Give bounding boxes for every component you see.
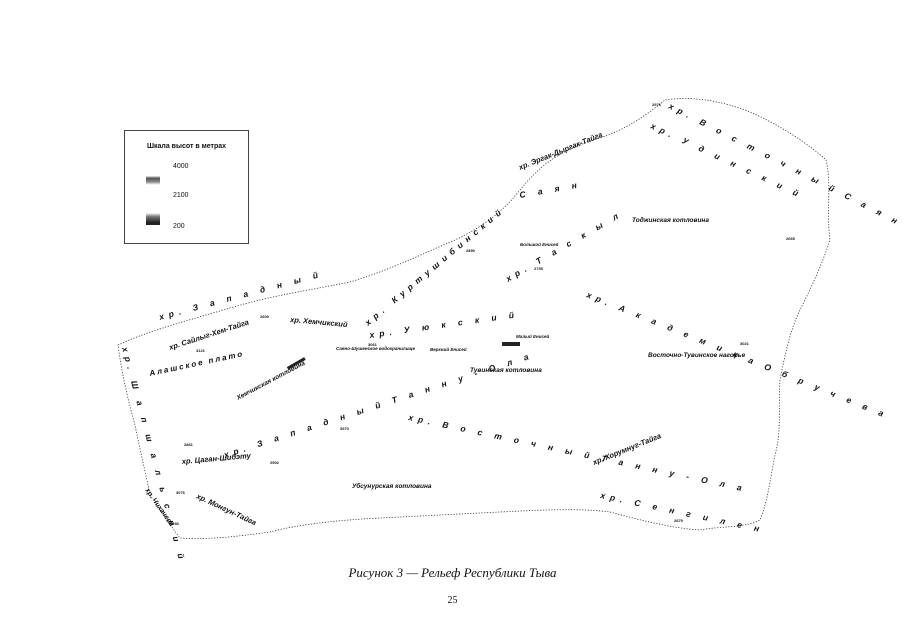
label-bolshoi: Большой Енисей xyxy=(520,241,559,247)
peak-height: 3970 xyxy=(340,426,350,431)
peak-height: 3061 xyxy=(368,342,378,347)
peak-height: 2861 xyxy=(184,442,194,447)
legend-title: Шкала высот в метрах xyxy=(146,143,227,150)
label-east-tannu: хр. В о с т о ч н ы й Т а н н у - О л а xyxy=(407,412,748,494)
legend-tick-200: 200 xyxy=(173,223,185,230)
label-east-tuva-upland: Восточно-Тувинское нагорье xyxy=(648,352,746,359)
label-east-sayan: хр. В о с т о ч н ы й С а я н xyxy=(666,100,903,228)
label-malyi: Малый Енисей xyxy=(516,333,549,339)
label-kurtushib: хр. Куртушибинский xyxy=(362,204,507,328)
legend-tick-2100: 2100 xyxy=(173,192,189,199)
peak-height: 2902 xyxy=(270,460,280,465)
legend-tick-4000: 4000 xyxy=(173,163,189,170)
reservoir-mark xyxy=(502,342,520,346)
label-sayan-shush: Саяно-Шушенское водохранилище xyxy=(336,346,416,351)
label-ergak: хр. Эргак-Дыргак-Тайга xyxy=(516,130,603,172)
label-alash: Алашское плато xyxy=(148,349,245,378)
figure-caption: Рисунок 3 — Рельеф Республики Тыва xyxy=(348,565,557,580)
peak-height: 2930 xyxy=(170,521,180,526)
peak-height: 2976 xyxy=(652,102,662,107)
label-sayan-word: С а я н xyxy=(519,179,583,200)
peak-height: 3121 xyxy=(196,348,206,353)
label-todzha: Тоджинская котловина xyxy=(632,216,709,224)
peak-height: 2735 xyxy=(534,266,544,271)
label-west-sayan: хр. З а п а д н ы й xyxy=(157,268,324,322)
page-number: 25 xyxy=(447,595,458,606)
label-tuva-basin: Тувинская котловина xyxy=(470,367,542,374)
label-mongun: хр. Монгун-Тайга xyxy=(194,491,258,527)
label-khemchik-basin: Хемчикская котловина xyxy=(235,360,307,403)
legend-color-bar xyxy=(146,165,160,225)
peak-height: 2890 xyxy=(466,248,476,253)
elevation-legend: Шкала высот в метрах 4000 2100 200 xyxy=(124,130,249,244)
peak-height: 3021 xyxy=(740,341,750,346)
label-shapshal: хр. Ш а п ш а л ь с к и й xyxy=(120,345,188,564)
peak-height: 2665 xyxy=(786,236,796,241)
river-mark xyxy=(286,357,306,370)
peak-height: 2600 xyxy=(260,314,270,319)
label-ubsunur: Убсунурская котловина xyxy=(352,482,432,490)
label-verkhniy: Верхний Енисей xyxy=(430,346,467,352)
label-khemchik: хр. Хемчикский xyxy=(289,315,349,329)
label-uyuk: хр. У ю к с к и й xyxy=(368,309,520,340)
peak-height: 2879 xyxy=(674,518,684,523)
peak-height: 3076 xyxy=(176,490,186,495)
